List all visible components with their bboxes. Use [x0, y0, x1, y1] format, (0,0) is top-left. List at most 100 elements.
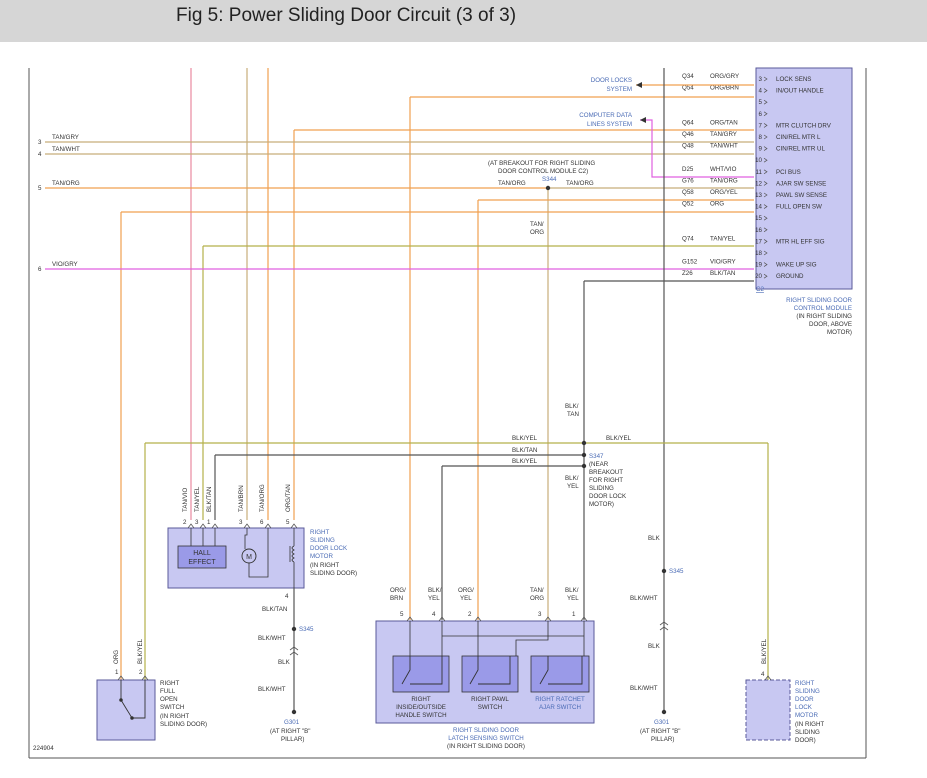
module-pin-num: 9: [759, 146, 763, 153]
hall-effect-box: [177, 545, 227, 569]
right-lock-motor-body: [745, 679, 791, 741]
right-motor-name: DOOR: [795, 696, 814, 703]
switch-pin: 2: [139, 669, 143, 676]
latch-pin-wire: BLK/: [565, 587, 579, 594]
lock-motor-pins: TAN/VIO TAN/YEL BLK/TAN TAN/BRN TAN/ORG …: [182, 484, 292, 526]
splice-s347-dot: [581, 452, 587, 458]
s347-note: BREAKOUT: [589, 469, 623, 476]
ref-computer-data: LINES SYSTEM: [587, 121, 632, 128]
module-name-line: RIGHT SLIDING DOOR: [786, 297, 852, 304]
ground-left-splice: S345: [299, 626, 314, 633]
module-pin-label: LOCK SENS: [776, 76, 811, 83]
lock-motor-name: SLIDING: [310, 537, 335, 544]
module-pin-chevron: [763, 250, 768, 256]
latch-switch-name: LATCH SENSING SWITCH: [448, 735, 524, 742]
ground-left-wire: BLK/TAN: [262, 606, 287, 613]
connector-chevrons: [117, 675, 149, 681]
module-name-line: CONTROL MODULE: [794, 305, 852, 312]
ratchet-switch-name: RIGHT RATCHET: [535, 696, 585, 703]
lock-motor-name: MOTOR: [310, 553, 333, 560]
module-pin-wire: ORG/TAN: [710, 119, 738, 126]
ground-right-wire: BLK/WHT: [630, 595, 658, 602]
latch-pin-num: 5: [400, 611, 404, 618]
s347-down-wire: BLK/: [565, 475, 579, 482]
s344-down-wire: ORG: [530, 229, 544, 236]
ref-computer-data: COMPUTER DATA: [579, 112, 633, 119]
module-pin-circuit: G76: [682, 177, 694, 184]
module-pin-wire: BLK/TAN: [710, 270, 735, 277]
s347-note: SLIDING: [589, 485, 614, 492]
module-pin-chevron: [763, 76, 768, 82]
ground-right-location: PILLAR): [651, 736, 674, 743]
module-pin-chevron: [763, 262, 768, 267]
s347-down-wire: YEL: [567, 483, 579, 490]
pawl-switch-box: [461, 655, 519, 693]
module-pin-chevron: [763, 204, 768, 209]
module-location-line: MOTOR): [827, 329, 852, 336]
module-pin-wire: TAN/WHT: [710, 143, 738, 150]
pin-num: 3: [239, 519, 243, 526]
handle-switch-name: RIGHT: [411, 696, 430, 703]
module-pin-wire: ORG/BRN: [710, 85, 739, 92]
right-motor-wire: BLK/YEL: [761, 638, 768, 664]
left-wire-label: TAN/GRY: [52, 134, 79, 141]
arrow-door-locks: [636, 82, 642, 88]
module-pin-num: 12: [755, 180, 762, 187]
pin-num: 3: [195, 519, 199, 526]
ground-right-top-wire: BLK: [648, 535, 661, 542]
right-motor-name: MOTOR: [795, 712, 818, 719]
s344-down-wire: TAN/: [530, 221, 544, 228]
module-pin-wire: ORG/GRY: [710, 73, 739, 80]
pawl-switch-name: SWITCH: [478, 704, 502, 711]
module-pin-chevron: [763, 227, 768, 233]
s347-note: (NEAR: [589, 461, 609, 468]
connector-chevrons: [764, 675, 772, 681]
latch-pin-wire: YEL: [567, 595, 579, 602]
right-motor-pin: 4: [761, 671, 765, 678]
module-pin-circuit: Q64: [682, 119, 694, 126]
full-open-switch-name: OPEN: [160, 696, 178, 703]
module-pin-wire: ORG/YEL: [710, 189, 738, 196]
s347-wire-label: BLK/YEL: [512, 458, 538, 465]
control-module-body: [755, 67, 853, 290]
latch-pin-num: 1: [572, 611, 576, 618]
module-pin-chevron: [763, 88, 768, 93]
module-pin-label: IN/OUT HANDLE: [776, 88, 824, 95]
module-pin-label: CIN/REL MTR UL: [776, 146, 825, 153]
module-pin-wire: ORG: [710, 201, 724, 208]
lock-motor-name: DOOR LOCK: [310, 545, 348, 552]
splice-s344-dot: [545, 185, 551, 191]
module-location-line: DOOR, ABOVE: [809, 321, 852, 328]
latch-pin-num: 3: [538, 611, 542, 618]
s347-wire-label: BLK/YEL: [512, 435, 538, 442]
lock-motor-location: SLIDING DOOR): [310, 570, 357, 577]
module-pin-num: 17: [755, 238, 762, 245]
module-pin-chevron: [763, 99, 768, 105]
left-wire-label: VIO/GRY: [52, 261, 78, 268]
pin-wire-label: BLK/TAN: [206, 487, 213, 512]
latch-pin-wire: ORG/: [458, 587, 474, 594]
module-pin-chevron: [763, 273, 768, 279]
ground-left-wire: BLK: [278, 659, 291, 666]
module-pin-num: 18: [755, 250, 762, 257]
left-wire-label: TAN/WHT: [52, 146, 80, 153]
module-pin-circuit: Q46: [682, 131, 694, 138]
s344-left-wire: TAN/ORG: [498, 180, 526, 187]
module-pin-num: 20: [755, 273, 762, 280]
lock-motor-location: (IN RIGHT: [310, 562, 339, 569]
splice-s345-dot: [291, 626, 297, 632]
full-open-switch-name: SWITCH: [160, 704, 184, 711]
latch-switch-name: RIGHT SLIDING DOOR: [453, 727, 519, 734]
latch-pin-wire: YEL: [428, 595, 440, 602]
s344-right-wire: TAN/ORG: [566, 180, 594, 187]
ground-right-wire: BLK: [648, 643, 661, 650]
latch-pin-wire: ORG: [530, 595, 544, 602]
module-pin-label: AJAR SW SENSE: [776, 180, 826, 187]
connector-break: [289, 646, 299, 656]
pin-num: 2: [183, 519, 187, 526]
ground-left-id: G301: [284, 719, 300, 726]
clutch-coil-icon: [289, 528, 295, 588]
switch-icon: [401, 656, 583, 685]
ground-left-location: PILLAR): [281, 736, 304, 743]
